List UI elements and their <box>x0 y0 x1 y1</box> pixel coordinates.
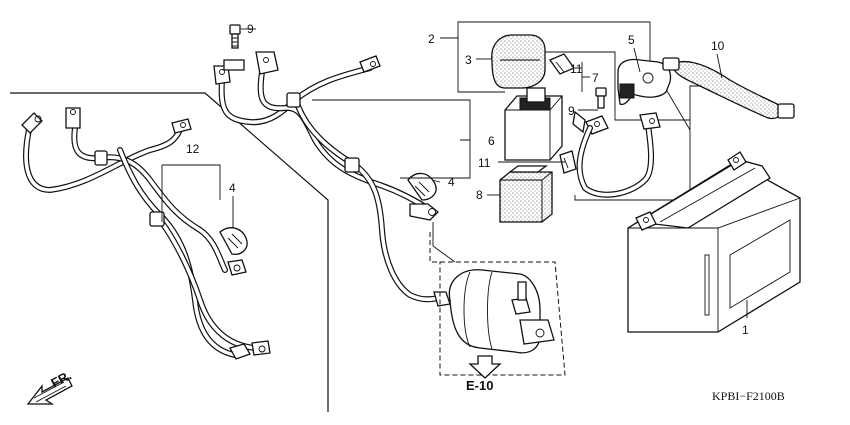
callout-11-bottom: 11 <box>478 156 491 170</box>
wire-harness-left <box>21 107 271 360</box>
callout-8: 8 <box>476 188 483 202</box>
diagram-code: KPBI−F2100B <box>712 389 785 403</box>
relay-group <box>448 21 700 223</box>
battery-cap <box>617 58 672 106</box>
battery-band <box>662 57 795 120</box>
callout-4-left: 4 <box>229 181 236 195</box>
callout-5: 5 <box>628 33 635 47</box>
callout-12: 12 <box>186 142 200 156</box>
callout-4-main: 4 <box>448 175 455 189</box>
callout-9-mid: 9 <box>568 104 575 118</box>
callout-2: 2 <box>428 32 435 46</box>
front-arrow-icon <box>26 377 73 405</box>
callout-3: 3 <box>465 53 472 67</box>
reference-e10: E-10 <box>466 378 493 393</box>
callout-9-top: 9 <box>247 22 254 36</box>
callout-1: 1 <box>742 323 749 337</box>
variant-boundary <box>10 92 329 412</box>
callout-6: 6 <box>488 134 495 148</box>
callout-11-top: 11 <box>570 62 583 76</box>
wire-harness-main <box>213 24 451 307</box>
callout-7: 7 <box>592 71 599 85</box>
battery <box>627 151 801 333</box>
leader-lines <box>161 28 748 318</box>
starter-motor <box>429 232 566 379</box>
callout-10: 10 <box>711 39 725 53</box>
